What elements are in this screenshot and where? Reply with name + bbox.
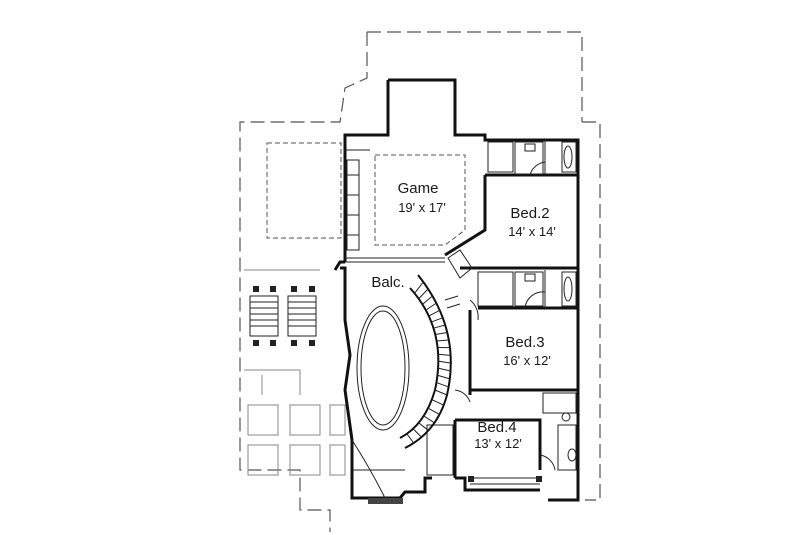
stair-tread — [412, 428, 422, 438]
stair-tread — [414, 281, 424, 294]
exterior-walls — [333, 78, 580, 502]
bed3-room-name: Bed.3 — [505, 334, 544, 351]
bed4-room-size: 13' x 12' — [474, 436, 522, 451]
stair-tread — [436, 339, 449, 342]
bed3-room — [468, 270, 578, 395]
spiral-staircase — [351, 274, 461, 504]
balcony-name: Balc. — [371, 274, 404, 291]
deck-steps — [249, 286, 317, 346]
stair-tread — [436, 382, 449, 388]
stair-tread — [427, 407, 440, 415]
game-room-size: 19' x 17' — [398, 200, 446, 215]
stair-tread — [438, 353, 451, 356]
stair-tread — [431, 317, 443, 323]
stair-tread — [437, 374, 450, 380]
game-room — [345, 149, 487, 263]
bed2-room-name: Bed.2 — [510, 205, 549, 222]
stair-tread — [437, 367, 451, 372]
stair-tread — [422, 295, 433, 305]
stair-tread — [425, 302, 437, 311]
stair-tread — [431, 399, 444, 406]
bed3-room-size: 16' x 12' — [503, 353, 551, 368]
stair-tread — [418, 288, 429, 300]
stair-tread — [433, 324, 446, 329]
stair-tread — [438, 360, 451, 364]
roof-outline — [239, 31, 601, 532]
game-room-name: Game — [398, 180, 439, 197]
bed4-room — [426, 389, 577, 485]
stair-tread — [434, 389, 448, 396]
bed4-room-name: Bed.4 — [477, 419, 516, 436]
stair-tread — [423, 415, 435, 424]
bed2-room-size: 14' x 14' — [508, 224, 556, 239]
stair-tread — [428, 309, 440, 317]
stair-tread — [418, 422, 429, 431]
stair-tread — [435, 332, 448, 335]
bed2-room — [447, 140, 578, 279]
stair-tread — [406, 433, 415, 444]
